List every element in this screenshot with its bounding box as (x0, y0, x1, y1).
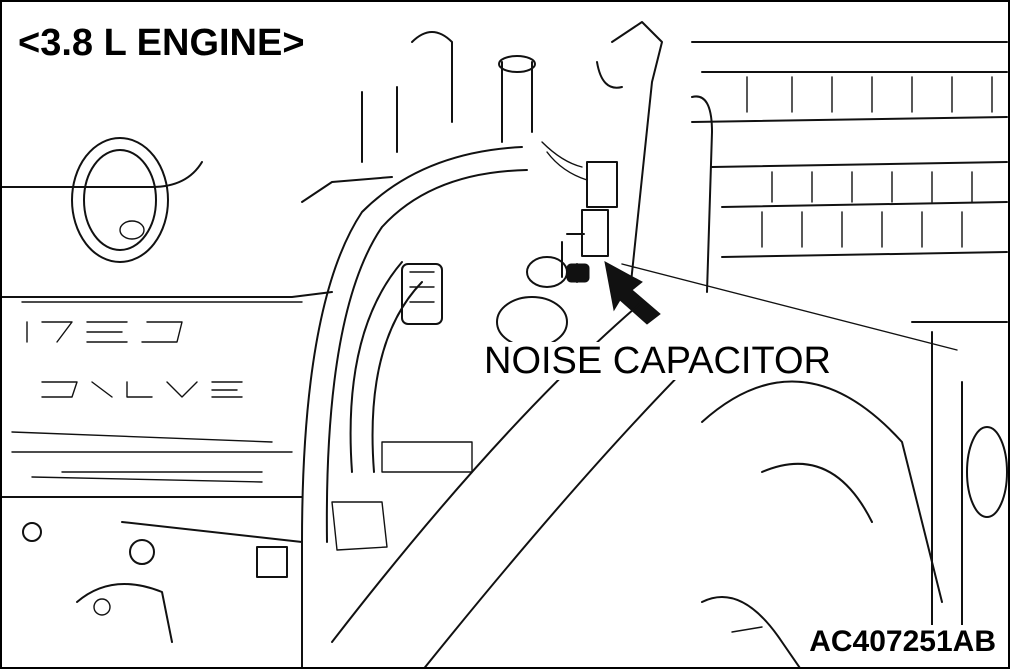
oil-cap-ring (71, 137, 169, 263)
capacitor-terminal (566, 263, 590, 283)
capacitor-body (586, 161, 618, 208)
figure-title: <3.8 L ENGINE> (16, 24, 311, 66)
callout-arrow (604, 261, 661, 325)
noise-capacitor-label: NOISE CAPACITOR (478, 342, 837, 380)
cover-emblem-strokes (26, 321, 183, 343)
figure-code: AC407251AB (805, 625, 1000, 659)
